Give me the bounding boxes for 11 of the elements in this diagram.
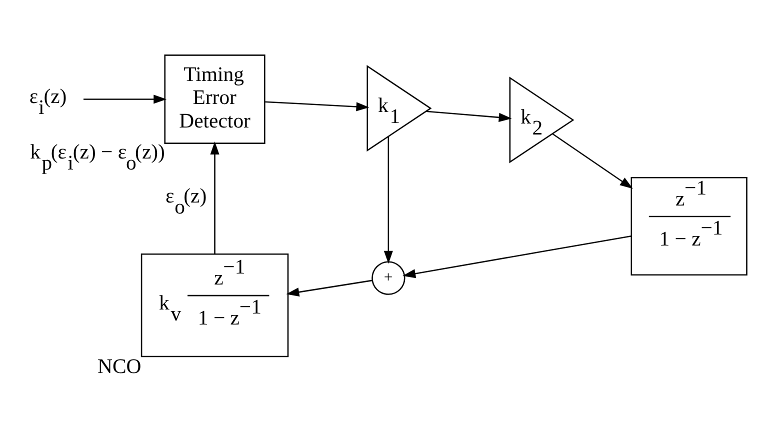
arrow [265,100,370,111]
arrow [210,140,220,254]
arrow [426,110,512,122]
node-circle: + [372,260,406,294]
node-label: NCO [97,356,142,378]
arrow [286,279,372,296]
arrow [552,132,633,188]
arrow [402,234,632,278]
arrow [384,136,393,264]
arrow [84,94,167,104]
node-box: Timing Error Detector [164,54,266,144]
